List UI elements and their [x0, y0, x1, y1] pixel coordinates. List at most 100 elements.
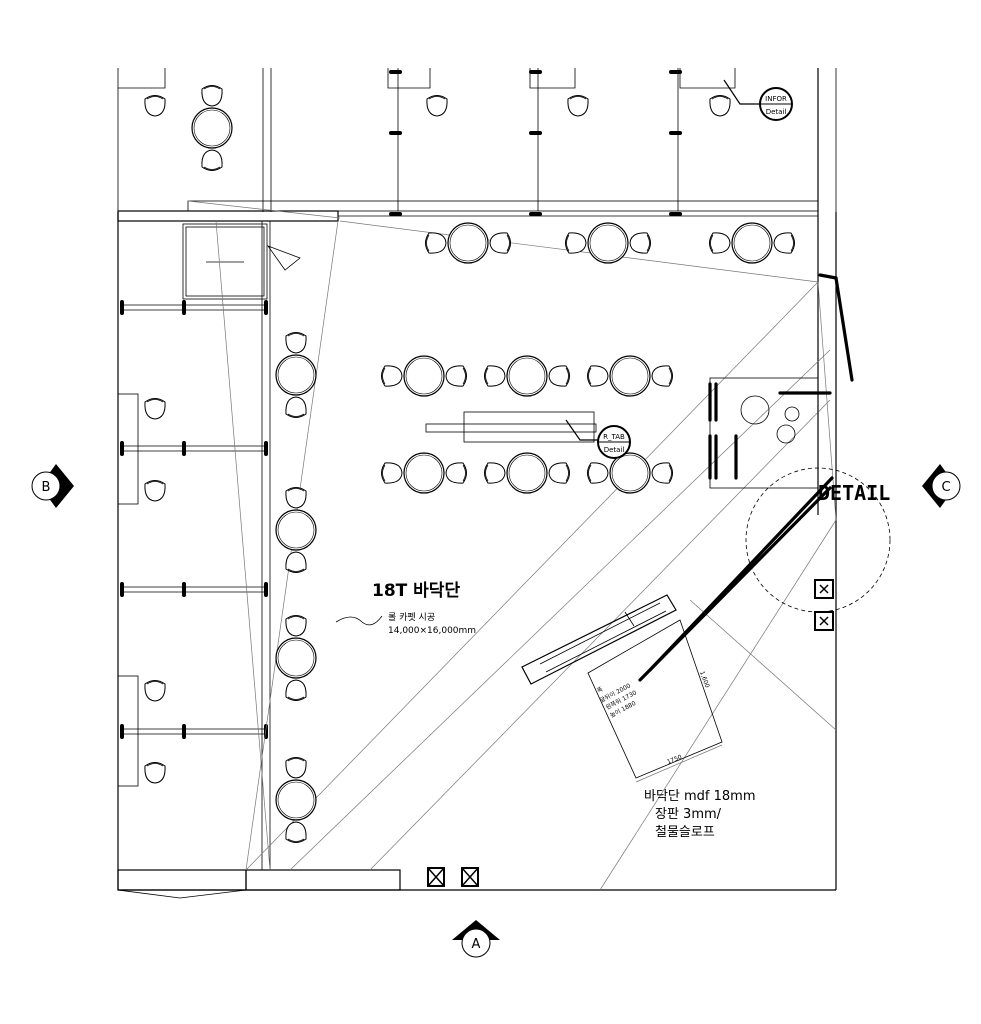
chair	[201, 149, 223, 171]
chair	[285, 821, 307, 843]
round-table-edge	[405, 357, 443, 395]
carpet-size: 14,000×16,000mm	[388, 626, 476, 636]
ramp-slope	[521, 476, 834, 783]
booth-boundary	[117, 68, 837, 891]
svg-text:폭: 폭	[596, 686, 605, 695]
chair	[285, 757, 307, 779]
round-table-edge	[508, 357, 546, 395]
round-table-edge	[277, 511, 315, 549]
round-table	[447, 222, 489, 264]
round-table	[731, 222, 773, 264]
round-table	[609, 452, 651, 494]
detail-label: DETAIL	[818, 481, 890, 505]
chair	[445, 462, 467, 484]
round-table	[403, 452, 445, 494]
info-detail-tag[interactable]: INFOR Detail	[723, 79, 793, 121]
round-table-edge	[277, 781, 315, 819]
svg-text:A: A	[472, 937, 481, 952]
table-detail-tag[interactable]: R_TAB Detail	[565, 419, 631, 459]
chair	[484, 365, 506, 387]
floor-title: 18T 바닥단	[372, 581, 460, 601]
exit-boxes	[427, 867, 479, 887]
chair	[773, 232, 795, 254]
upper-booth-area	[118, 68, 736, 216]
bottom-wall	[117, 869, 401, 899]
entrance-gate	[182, 223, 301, 300]
round-table	[275, 637, 317, 679]
section-marker-bottom[interactable]: A	[452, 920, 500, 958]
section-marker-left[interactable]: B	[31, 464, 74, 508]
round-table	[506, 355, 548, 397]
round-table-edge	[611, 454, 649, 492]
ramp-dim-side: 1,600	[698, 670, 711, 689]
svg-text:R_TAB: R_TAB	[603, 433, 625, 441]
info-counter	[708, 273, 854, 489]
round-table	[403, 355, 445, 397]
section-marker-right[interactable]: C	[922, 464, 961, 508]
svg-text:Detail: Detail	[604, 446, 625, 454]
chair	[144, 762, 166, 784]
ramp-spec-line1: 바닥단 mdf 18mm	[644, 789, 756, 804]
round-table	[506, 452, 548, 494]
chair	[285, 551, 307, 573]
chair	[144, 398, 166, 420]
ramp-spec-line2: 장판 3mm/	[655, 807, 722, 822]
chair	[381, 365, 403, 387]
chair	[285, 487, 307, 509]
round-table	[191, 107, 233, 149]
chair	[201, 85, 223, 107]
chair	[548, 365, 570, 387]
top-wall	[117, 200, 819, 222]
carpet-leader	[335, 615, 383, 626]
svg-text:Detail: Detail	[766, 108, 787, 116]
chair	[629, 232, 651, 254]
chair	[565, 232, 587, 254]
furniture-layer	[144, 85, 795, 843]
round-table-edge	[277, 356, 315, 394]
carpet-note: 롤 카펫 시공	[388, 612, 435, 623]
round-table-edge	[589, 224, 627, 262]
round-table-edge	[193, 109, 231, 147]
round-table-edge	[611, 357, 649, 395]
chair	[709, 232, 731, 254]
chair	[548, 462, 570, 484]
round-table-edge	[733, 224, 771, 262]
round-table-edge	[449, 224, 487, 262]
chair	[651, 365, 673, 387]
chair	[381, 462, 403, 484]
ramp-spec-line3: 철물슬로프	[655, 825, 715, 840]
chair	[587, 365, 609, 387]
chair	[144, 95, 166, 117]
round-table	[587, 222, 629, 264]
chair	[489, 232, 511, 254]
chair	[285, 615, 307, 637]
chair	[285, 679, 307, 701]
chair	[651, 462, 673, 484]
round-table	[609, 355, 651, 397]
round-table-edge	[405, 454, 443, 492]
display-bench	[425, 411, 597, 443]
round-table	[275, 354, 317, 396]
chair	[144, 480, 166, 502]
svg-text:B: B	[42, 480, 51, 495]
chair	[285, 332, 307, 354]
round-table-edge	[508, 454, 546, 492]
round-table	[275, 509, 317, 551]
round-table-edge	[277, 639, 315, 677]
chair	[285, 396, 307, 418]
chair	[144, 680, 166, 702]
detail-callout	[745, 467, 891, 631]
chair	[709, 95, 731, 117]
ramp-dims: 폭 앞뒤이 2000 왼쪽뒤 1730 높이 1880	[596, 681, 638, 719]
chair	[426, 95, 448, 117]
chair	[425, 232, 447, 254]
chair	[587, 462, 609, 484]
left-booths	[117, 221, 271, 870]
svg-text:C: C	[941, 480, 950, 495]
round-table	[275, 779, 317, 821]
chair	[567, 95, 589, 117]
chair	[484, 462, 506, 484]
svg-text:INFOR: INFOR	[765, 95, 787, 103]
chair	[445, 365, 467, 387]
